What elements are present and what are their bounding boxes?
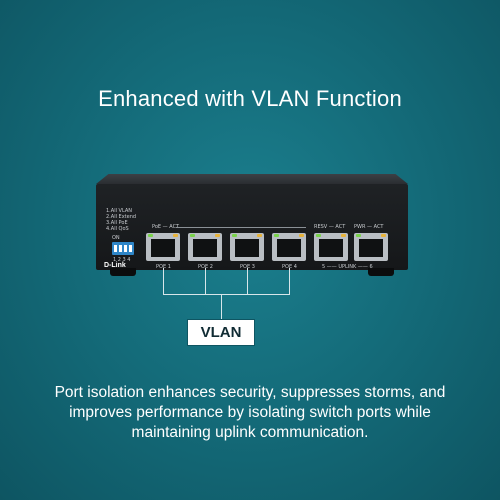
network-switch-image: 1.All VLAN 2.All Extend 3.All PoE 4.All …: [96, 174, 408, 280]
port-led: [316, 234, 321, 237]
port-socket: [319, 239, 343, 257]
pwr-act-header: PWR — ACT: [354, 224, 384, 230]
vlan-connector-line: [289, 268, 290, 295]
dip-label-2: 2.All Extend: [106, 214, 137, 220]
uplink-port-5: [314, 233, 348, 261]
dip-toggle-3: [124, 245, 127, 252]
brand-logo: D-Link: [104, 262, 126, 269]
resv-act-header: RESV — ACT: [314, 224, 346, 230]
poe-port-2: [188, 233, 222, 261]
port-label-4: POE 4: [282, 264, 297, 270]
vlan-connector-line: [205, 268, 206, 295]
switch-front-panel: 1.All VLAN 2.All Extend 3.All PoE 4.All …: [96, 184, 408, 270]
poe-port-1: [146, 233, 180, 261]
vlan-connector-line: [163, 268, 164, 295]
port-led: [341, 234, 346, 237]
switch-foot: [110, 268, 136, 276]
uplink-port-6: [354, 233, 388, 261]
port-socket: [359, 239, 383, 257]
poe-act-header: PoE — ACT: [152, 224, 180, 230]
port-label-3: POE 3: [240, 264, 255, 270]
port-led: [257, 234, 262, 237]
switch-top-panel: [96, 174, 408, 184]
port-led: [274, 234, 279, 237]
port-led: [215, 234, 220, 237]
switch-foot: [368, 268, 394, 276]
dip-toggle-2: [119, 245, 122, 252]
port-label-2: POE 2: [198, 264, 213, 270]
port-socket: [193, 239, 217, 257]
dip-label-3: 3.All PoE: [106, 220, 128, 226]
dip-label-1: 1.All VLAN: [106, 208, 133, 214]
port-socket: [277, 239, 301, 257]
uplink-label: 5 —— UPLINK —— 6: [322, 264, 373, 270]
vlan-connector-bar: [163, 294, 290, 295]
port-label-1: POE 1: [156, 264, 171, 270]
port-led: [356, 234, 361, 237]
port-led: [190, 234, 195, 237]
dip-on-label: ON: [112, 235, 120, 241]
port-socket: [151, 239, 175, 257]
port-led: [232, 234, 237, 237]
port-led: [173, 234, 178, 237]
dip-label-4: 4.All QoS: [106, 226, 129, 232]
vlan-connector-line: [247, 268, 248, 295]
port-socket: [235, 239, 259, 257]
header-rule: [176, 227, 306, 228]
vlan-label-box: VLAN: [187, 319, 255, 346]
port-led: [299, 234, 304, 237]
description-text: Port isolation enhances security, suppre…: [54, 384, 446, 441]
poe-port-3: [230, 233, 264, 261]
dip-numbers: 1 2 3 4: [113, 257, 131, 263]
dip-toggle-1: [114, 245, 117, 252]
dip-switch: [112, 242, 134, 255]
vlan-connector-stem: [221, 294, 222, 319]
port-led: [148, 234, 153, 237]
headline: Enhanced with VLAN Function: [98, 86, 402, 111]
port-led: [381, 234, 386, 237]
dip-toggle-4: [129, 245, 132, 252]
poe-port-4: [272, 233, 306, 261]
